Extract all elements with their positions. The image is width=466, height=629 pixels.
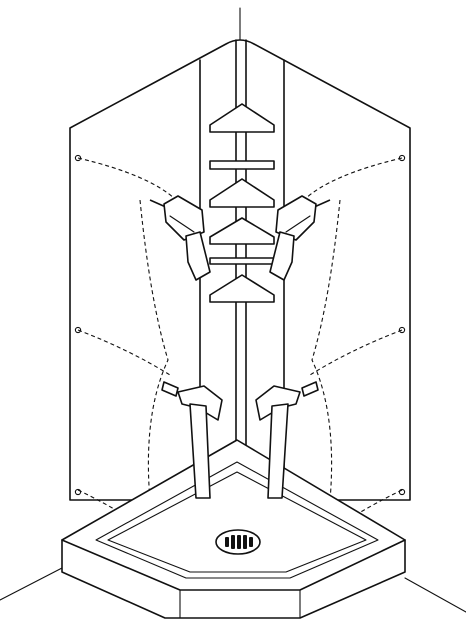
corner-caddy	[209, 39, 275, 451]
hammer-icon	[255, 385, 301, 499]
drill-icon	[269, 195, 331, 281]
drill-icon	[149, 195, 211, 281]
screw-icon	[161, 381, 319, 397]
drain-icon	[215, 529, 261, 555]
wall-anchor-icon	[74, 154, 406, 496]
room-corner-lines	[0, 7, 466, 613]
shower-base-tray	[61, 439, 406, 619]
hammer-icon	[177, 385, 223, 499]
